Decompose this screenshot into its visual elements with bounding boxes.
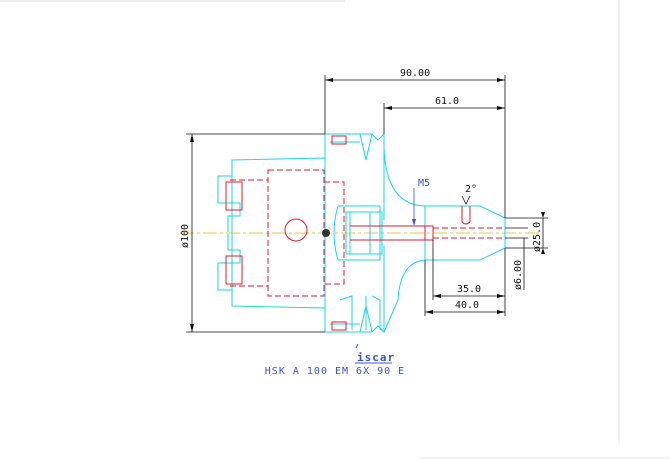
- dim-40: 40.0: [455, 300, 479, 311]
- dim-35: 35.0: [457, 284, 481, 295]
- part-caption: HSK A 100 EM 6X 90 E: [264, 366, 406, 377]
- dim-diameter-6: ø6.00: [513, 260, 524, 290]
- m5-arrow: [412, 219, 416, 226]
- dim-diameter-25: ø25.0: [532, 222, 543, 252]
- thread-label: M5: [418, 178, 430, 189]
- iscar-logo: iscar: [355, 343, 395, 364]
- logo-text: iscar: [357, 351, 395, 364]
- dim-diameter-100: ø100: [180, 224, 191, 248]
- ball-marker: [322, 229, 330, 237]
- dim-angle: 2°: [465, 184, 477, 195]
- dim-61: 61.0: [435, 96, 459, 107]
- hidden-lines: [225, 135, 505, 331]
- dim-90: 90.00: [400, 68, 430, 79]
- dimension-arrows: [190, 78, 545, 332]
- dimension-lines: [186, 75, 548, 333]
